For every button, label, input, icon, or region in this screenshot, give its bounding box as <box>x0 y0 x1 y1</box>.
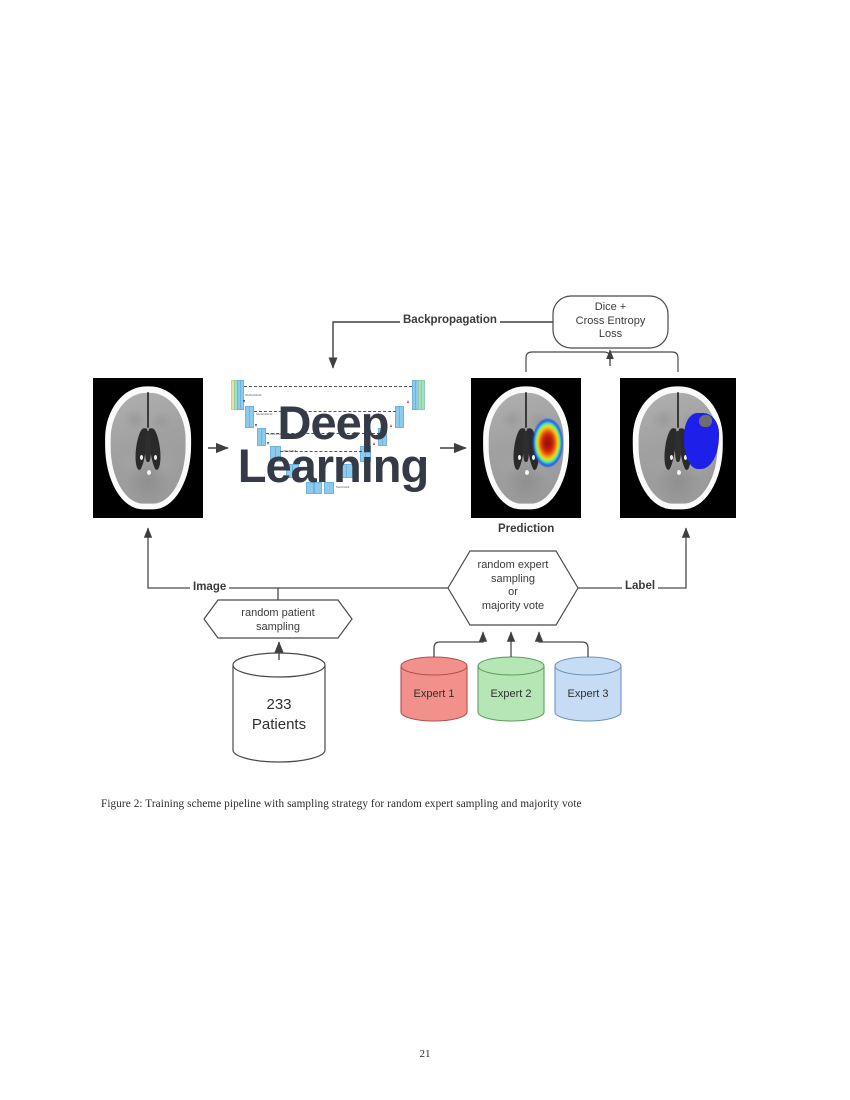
interhemispheric-fissure <box>147 392 149 429</box>
ground-truth-segmentation-overlay <box>683 413 719 469</box>
arrow-expert3-to-hexagon <box>534 631 589 657</box>
unet-layer-label: 128x16x16x16 <box>268 433 287 436</box>
unet-dec-block <box>346 464 353 478</box>
expert3-cylinder-top <box>554 656 622 676</box>
patients-db-text: 233 Patients <box>233 695 325 735</box>
patient-sampling-hexagon <box>203 599 353 639</box>
unet-architecture-diagram: 32x64x64x64 64x32x32x32 128x16x16x16 256… <box>228 378 438 508</box>
third-ventricle <box>523 431 529 462</box>
loss-line-2: Cross Entropy <box>575 314 646 327</box>
expert1-label: Expert 1 <box>413 688 455 700</box>
unet-downsample-arrow <box>243 400 245 403</box>
expert-sampling-text: random expert sampling or majority vote <box>448 559 578 613</box>
page-number: 21 <box>419 1048 431 1060</box>
choroid-plexus-left <box>518 455 522 460</box>
choroid-plexus-left <box>669 455 673 460</box>
patients-word: Patients <box>251 716 307 733</box>
unet-downsample-arrow <box>282 458 284 461</box>
patient-sampling-line-2: sampling <box>255 620 301 633</box>
unet-downsample-arrow <box>267 442 269 445</box>
unet-layer-label: 64x32x32x32 <box>256 413 273 416</box>
choroid-plexus-right <box>683 455 687 460</box>
expert2-cylinder-body <box>477 666 545 722</box>
segmentation-notch <box>699 414 712 427</box>
unet-enc-block <box>249 406 254 428</box>
label-edge-label: Label <box>622 580 659 592</box>
loss-bracket <box>525 351 611 372</box>
interhemispheric-fissure <box>525 392 527 429</box>
loss-box-text: Dice + Cross Entropy Loss <box>553 301 668 342</box>
edge-label-to-labelimage <box>575 527 691 589</box>
unet-enc-block <box>261 428 266 446</box>
unet-bottleneck-block <box>292 464 299 478</box>
patients-count: 233 <box>266 696 292 713</box>
expert-sampling-line-4: majority vote <box>481 599 545 612</box>
expert2-cylinder-top <box>477 656 545 676</box>
label-brain-image <box>620 378 736 518</box>
unet-dec-block <box>365 446 371 462</box>
unet-upsample-arrow <box>407 400 409 403</box>
pineal-calcification <box>676 470 681 476</box>
expert-sampling-line-1: random expert <box>477 559 549 571</box>
expert2-label: Expert 2 <box>490 688 532 700</box>
third-ventricle <box>675 431 681 462</box>
expert-sampling-hexagon <box>447 550 579 626</box>
unet-layer-label: 32x64x64x64 <box>245 394 262 397</box>
unet-bottleneck-block <box>314 482 322 494</box>
loss-line-3: Loss <box>598 328 623 340</box>
arrow-backpropagation <box>328 321 553 369</box>
unet-skip-connection <box>244 386 412 387</box>
unet-bottleneck-block <box>306 482 314 494</box>
unet-enc-block <box>275 446 281 462</box>
expert1-cylinder-body <box>400 666 468 722</box>
expert3-cylinder-body <box>554 666 622 722</box>
prediction-heatmap-overlay <box>530 415 567 472</box>
unet-enc-block <box>240 380 244 410</box>
backpropagation-label: Backpropagation <box>400 314 500 326</box>
prediction-brain-image <box>471 378 581 518</box>
unet-dec-block <box>399 406 404 428</box>
pineal-calcification <box>146 470 151 476</box>
figure-caption: Figure 2: Training scheme pipeline with … <box>101 798 582 810</box>
third-ventricle <box>145 431 151 462</box>
choroid-plexus-right <box>153 455 157 460</box>
unet-layer-label: 512x4x4x4 <box>336 486 350 489</box>
loss-line-1: Dice + <box>594 301 627 313</box>
loss-box <box>552 295 669 349</box>
unet-dec-block <box>382 428 387 446</box>
pineal-calcification <box>524 470 529 476</box>
interhemispheric-fissure <box>677 392 679 429</box>
unet-skip-connection <box>254 411 396 412</box>
unet-upsample-arrow <box>390 424 392 427</box>
patient-sampling-text: random patient sampling <box>204 607 352 634</box>
unet-skip-connection <box>280 451 362 452</box>
arrow-expert1-to-hexagon <box>433 631 488 657</box>
loss-bracket-right <box>610 351 679 372</box>
expert-sampling-line-3: or <box>508 586 518 598</box>
unet-output-block <box>421 380 425 410</box>
expert3-label: Expert 3 <box>567 688 609 700</box>
unet-skip-connection <box>266 433 380 434</box>
expert-sampling-line-2: sampling <box>490 572 536 585</box>
input-brain-image <box>93 378 203 518</box>
patients-cylinder-body <box>232 665 326 763</box>
prediction-caption: Prediction <box>495 523 558 535</box>
expert1-cylinder-top <box>400 656 468 676</box>
unet-bottleneck-block <box>324 482 334 494</box>
choroid-plexus-left <box>140 455 144 460</box>
patient-sampling-line-1: random patient <box>241 607 315 619</box>
image-edge-label: Image <box>190 581 230 593</box>
unet-downsample-arrow <box>255 424 257 427</box>
unet-upsample-arrow <box>373 442 375 445</box>
unet-upsample-arrow <box>354 458 356 461</box>
